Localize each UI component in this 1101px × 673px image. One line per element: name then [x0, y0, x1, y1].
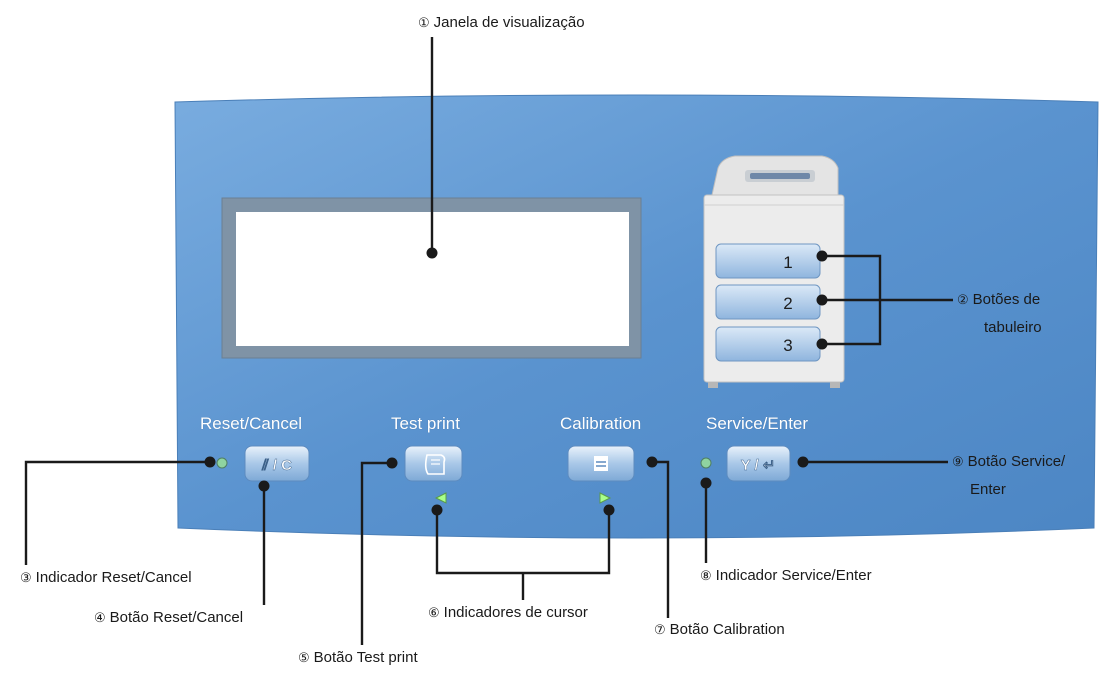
reset-cancel-indicator: [216, 457, 228, 469]
callout-tray-buttons-line2: tabuleiro: [984, 319, 1042, 336]
callout-service-enter-button-line2: Enter: [970, 481, 1006, 498]
callout-number: ⑨: [952, 454, 964, 469]
callout-text: Indicador Service/Enter: [715, 567, 872, 584]
callout-text: Botão Calibration: [669, 621, 785, 638]
tray-buttons: 1 2 3: [715, 243, 821, 362]
callout-text: Indicadores de cursor: [443, 604, 588, 621]
callout-text: Indicador Reset/Cancel: [35, 569, 192, 586]
calibration-button[interactable]: [567, 445, 635, 482]
calibration-label: Calibration: [560, 414, 642, 433]
tray-button-2[interactable]: [715, 284, 821, 320]
callout-text: Botão Test print: [313, 649, 418, 666]
cursor-right-indicator: [599, 492, 612, 504]
callout-text: Janela de visualização: [433, 14, 585, 31]
callout-number: ④: [94, 610, 106, 625]
callout-number: ⑤: [298, 650, 310, 665]
leader-lines: [24, 37, 953, 645]
callout-text: Botão Service/: [967, 453, 1066, 470]
callout-number: ⑥: [428, 605, 440, 620]
calibration-icon: [594, 456, 608, 471]
reset-cancel-glyph: ⫽ / C: [261, 457, 292, 474]
reset-cancel-button[interactable]: ⫽ / C: [244, 445, 310, 482]
callout-text: Botões de: [972, 291, 1041, 308]
reset-cancel-label: Reset/Cancel: [200, 414, 303, 433]
test-print-label: Test print: [391, 414, 460, 433]
service-enter-label: Service/Enter: [706, 414, 809, 433]
callout-number: ⑦: [654, 622, 666, 637]
tray-button-3[interactable]: [715, 326, 821, 362]
callout-number: ①: [418, 15, 430, 30]
tray-button-1-label: 1: [783, 253, 792, 272]
callout-number: ⑧: [700, 568, 712, 583]
callout-number: ②: [957, 292, 969, 307]
callout-text: Botão Reset/Cancel: [109, 609, 244, 626]
callout-number: ③: [20, 570, 32, 585]
test-print-button[interactable]: [404, 445, 463, 482]
service-enter-indicator: [700, 457, 712, 469]
document-icon: [424, 454, 446, 475]
service-enter-button[interactable]: Y / ↵: [726, 445, 791, 482]
cursor-left-indicator: [434, 492, 447, 504]
tray-button-1[interactable]: [715, 243, 821, 279]
service-enter-glyph: Y / ↵: [741, 457, 776, 474]
tray-button-3-label: 3: [783, 336, 792, 355]
leader-dots: [204, 247, 828, 516]
tray-button-2-label: 2: [783, 294, 792, 313]
